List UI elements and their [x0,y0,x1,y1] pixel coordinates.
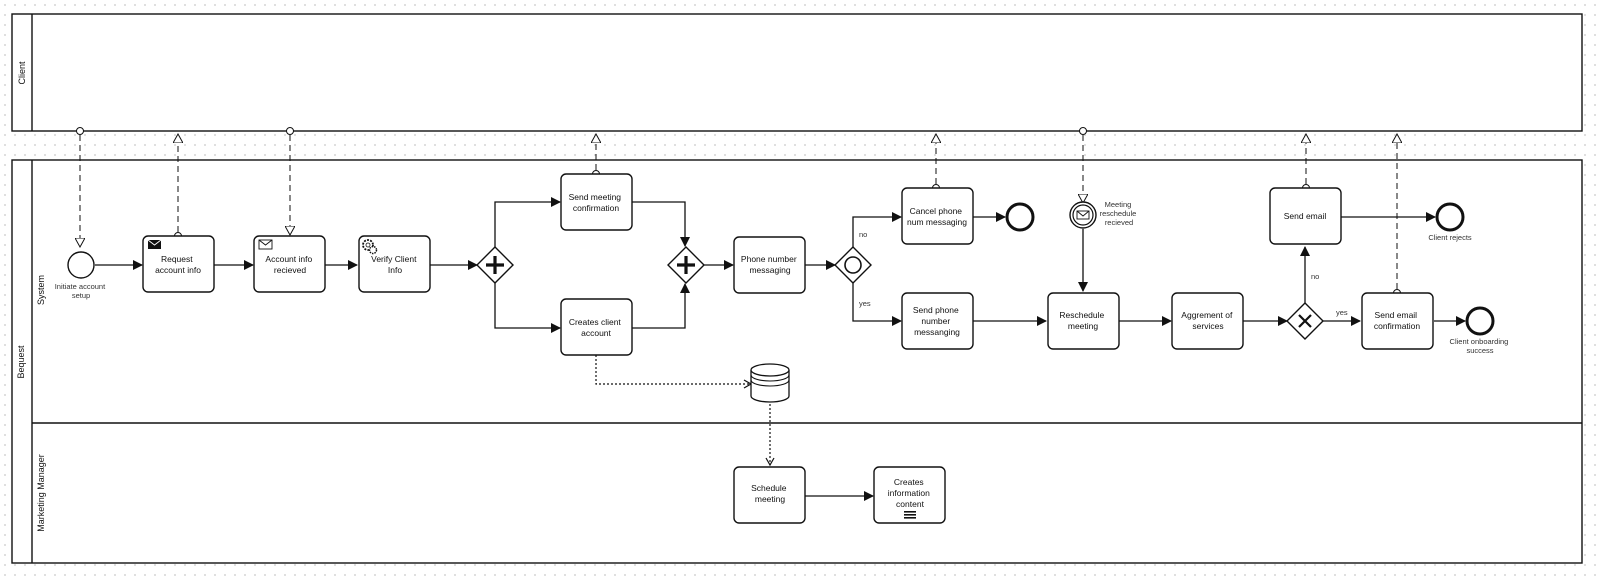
start-event-label: Initiate account setup [55,282,108,300]
task-creates-information-content[interactable]: Creates information content [873,466,946,524]
sequence-flows [95,197,1466,501]
flow-label-no-send-email: no [1311,272,1319,281]
task-label: Cancel phone num messaging [907,206,967,227]
task-label: Verify Client Info [371,254,419,275]
flow-label-no-cancel: no [859,230,867,239]
flow-label-yes-send-phone: yes [859,299,871,308]
exclusive-gateway[interactable] [1286,302,1324,340]
task-label: Phone number messaging [741,254,799,275]
task-label: Creates information content [888,477,932,509]
end-event-cancel[interactable] [1005,202,1035,232]
plus-icon [677,256,695,274]
circle-icon [844,256,862,274]
envelope-icon [1076,210,1090,220]
task-agreement-of-services[interactable]: Aggrement of services [1171,292,1244,350]
inclusive-gateway[interactable] [834,246,872,284]
multi-instance-icon [904,511,916,519]
end-event-client-rejects[interactable]: Client rejects [1428,202,1472,242]
task-label: Send phone number messanging [913,305,961,337]
task-account-info-received[interactable]: Account info recieved [253,235,326,293]
bequest-pool-label: Bequest [16,345,26,379]
parallel-gateway-join[interactable] [667,246,705,284]
task-send-email-confirmation[interactable]: Send email confirmation [1361,292,1434,350]
task-label: Schedule meeting [751,483,789,504]
task-label: Send email confirmation [1374,310,1421,331]
task-label: Reschedule meeting [1059,310,1106,331]
task-verify-client-info[interactable]: Verify Client Info [358,235,431,293]
task-label: Aggrement of services [1181,310,1234,331]
envelope-icon [258,239,273,250]
start-event-initiate-account-setup[interactable]: Initiate account setup [55,251,108,300]
task-send-meeting-confirmation[interactable]: Send meeting confirmation [560,173,633,231]
database-icon[interactable] [750,363,790,403]
marketing-manager-lane-label: Marketing Manager [36,454,46,532]
gear-icon [362,239,378,255]
task-label: Account info recieved [265,254,314,275]
meeting-reschedule-label: Meeting reschedule recieved [1100,200,1139,227]
plus-icon [486,256,504,274]
task-request-account-info[interactable]: Request account info [142,235,215,293]
task-cancel-phone-num-messaging[interactable]: Cancel phone num messaging [901,187,974,245]
x-icon [1298,314,1312,328]
task-label: Send email [1284,211,1327,221]
task-schedule-meeting[interactable]: Schedule meeting [733,466,806,524]
end-event-client-onboarding-success[interactable]: Client onboarding success [1450,306,1511,355]
client-pool[interactable]: Client [11,13,1583,132]
task-label: Request account info [155,254,201,275]
task-phone-number-messaging[interactable]: Phone number messaging [733,236,806,294]
client-pool-label: Client [17,61,27,85]
parallel-gateway-split[interactable] [476,246,514,284]
task-creates-client-account[interactable]: Creates client account [560,298,633,356]
system-lane-label: System [36,275,46,305]
client-rejects-label: Client rejects [1428,233,1472,242]
task-reschedule-meeting[interactable]: Reschedule meeting [1047,292,1120,350]
flow-label-yes-confirmation: yes [1336,308,1348,317]
client-onboarding-label: Client onboarding success [1450,337,1511,355]
task-label: Send meeting confirmation [569,192,624,213]
intermediate-event-meeting-reschedule[interactable]: Meeting reschedule recieved [1069,200,1139,229]
task-send-email[interactable]: Send email [1269,187,1342,245]
envelope-filled-icon [147,239,162,249]
task-label: Creates client account [569,317,623,338]
data-associations [595,355,775,467]
task-send-phone-number-messanging[interactable]: Send phone number messanging [901,292,974,350]
